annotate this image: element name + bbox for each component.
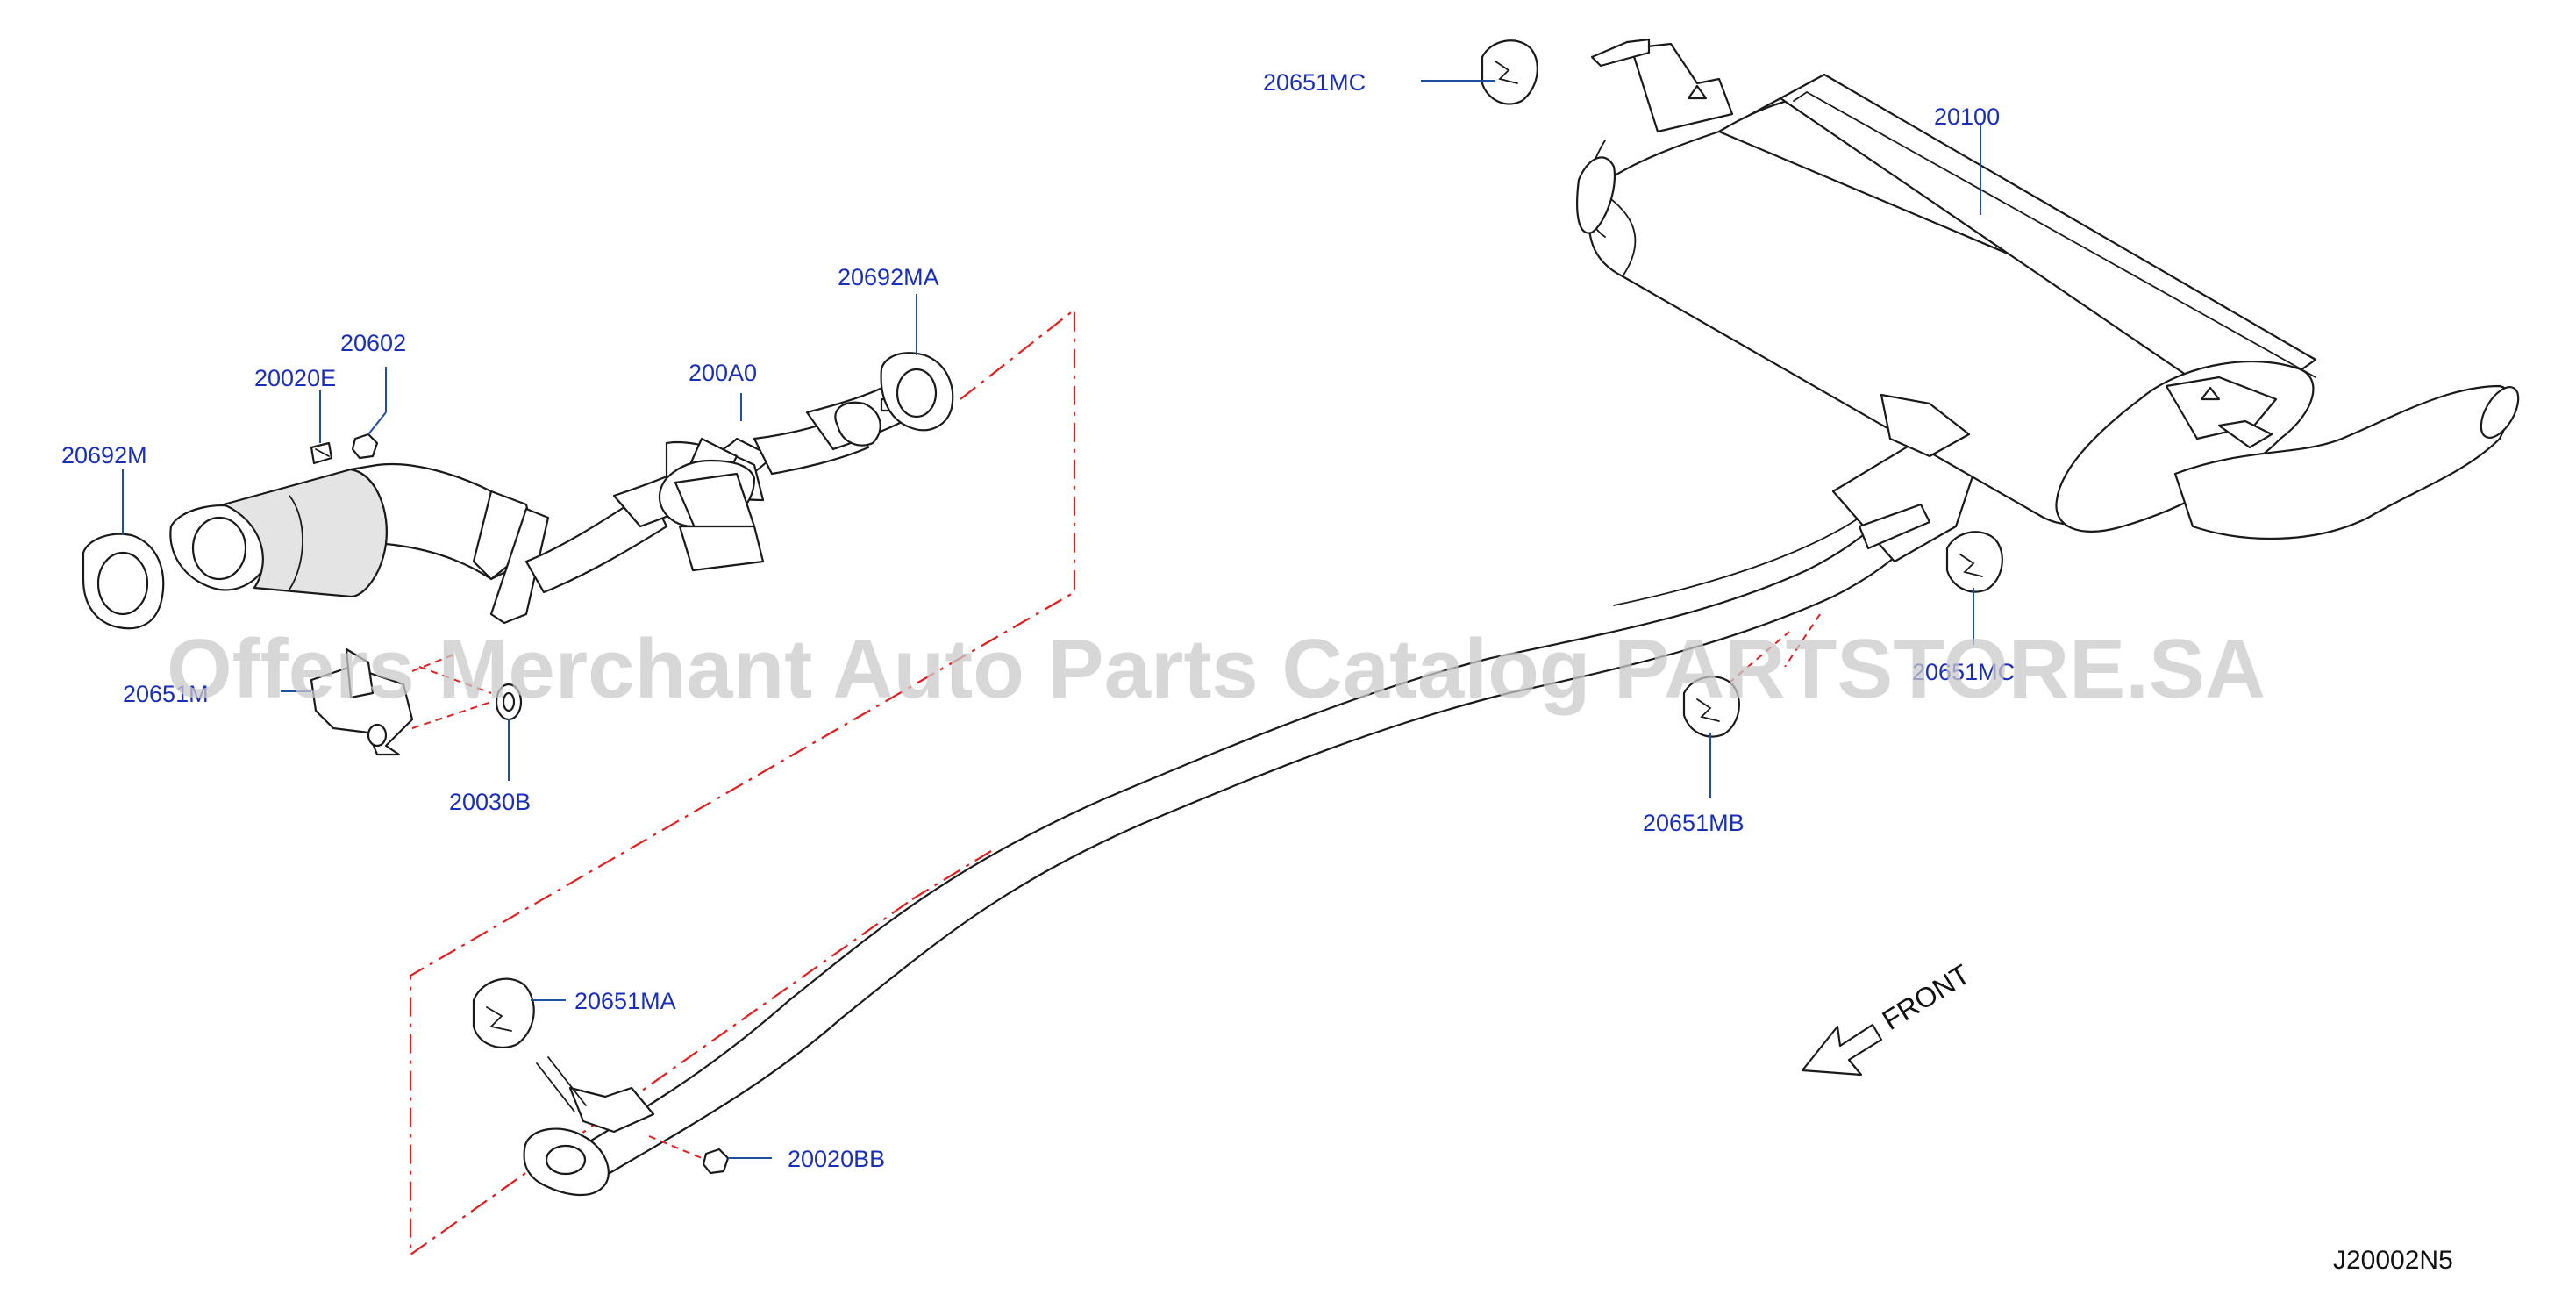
part-labels: 20651MC 20100 20651MC 20651MB 20651MA 20… <box>61 69 2015 1172</box>
front-label: FRONT <box>1877 958 1976 1036</box>
label-20692MA[interactable]: 20692MA <box>838 264 939 290</box>
gasket-front-left[interactable] <box>82 533 165 630</box>
label-20651MC-right[interactable]: 20651MC <box>1912 659 2015 685</box>
label-20651MC-top[interactable]: 20651MC <box>1263 69 1366 96</box>
center-pipe-front-flange[interactable] <box>523 1056 655 1197</box>
label-20030B[interactable]: 20030B <box>449 789 531 815</box>
hanger-left[interactable] <box>310 647 492 756</box>
leader-lines <box>122 80 1981 1159</box>
gasket-front-pipe[interactable] <box>880 352 954 432</box>
label-20651MB[interactable]: 20651MB <box>1643 810 1745 836</box>
front-pipe-assembly[interactable] <box>169 384 914 625</box>
assembly-boundary <box>409 307 1821 1257</box>
nut[interactable] <box>351 433 379 460</box>
mount-rear-right[interactable] <box>1945 531 2003 593</box>
label-20020E[interactable]: 20020E <box>254 365 336 391</box>
front-direction-indicator: FRONT <box>1801 958 1976 1077</box>
diagram-reference-code: J20002N5 <box>2333 1246 2453 1275</box>
stud[interactable] <box>310 441 333 465</box>
label-20100[interactable]: 20100 <box>1934 104 2000 130</box>
rear-muffler[interactable] <box>1576 38 2526 540</box>
nut-center[interactable] <box>648 1135 730 1175</box>
label-20602[interactable]: 20602 <box>340 330 406 356</box>
watermark: Offers Merchant Auto Parts Catalog PARTS… <box>167 622 2266 716</box>
mount-center[interactable] <box>1682 676 1740 738</box>
label-20692M[interactable]: 20692M <box>61 442 147 469</box>
label-20020BB[interactable]: 20020BB <box>788 1146 885 1172</box>
label-200A0[interactable]: 200A0 <box>689 360 757 386</box>
label-20651MA[interactable]: 20651MA <box>574 988 676 1014</box>
front-arrow-icon <box>1801 1023 1883 1077</box>
mount-front[interactable] <box>472 977 535 1048</box>
mount-rear-left[interactable] <box>1481 39 1538 105</box>
center-pipe[interactable] <box>560 437 1975 1177</box>
label-20651M[interactable]: 20651M <box>123 681 209 707</box>
